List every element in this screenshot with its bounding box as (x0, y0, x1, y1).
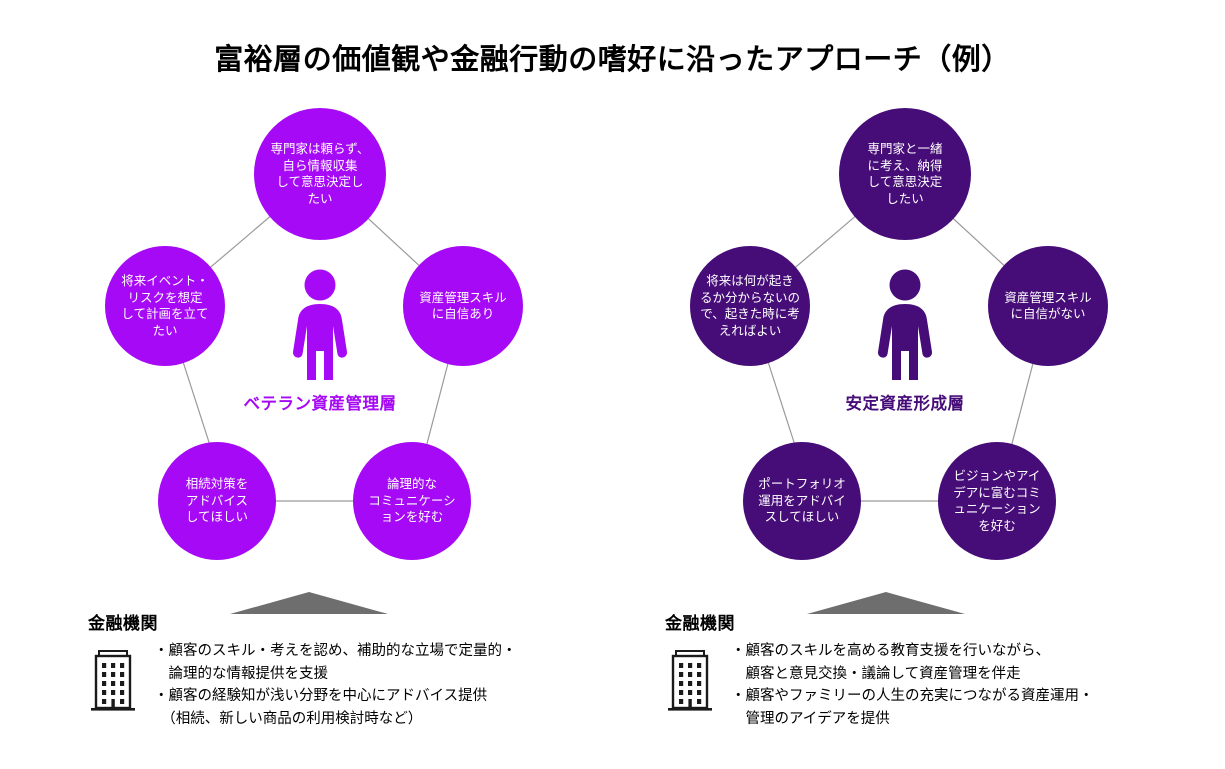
building-icon-wrap (88, 640, 146, 717)
person-icon (292, 269, 348, 380)
pentagon-diagram-stable: 専門家と一緒 に考え、納得 して意思決定 したい 将来は何が起き るか分からない… (620, 100, 1190, 600)
trait-node-text: 論理的な コミュニケーシ ョンを好む (368, 477, 456, 525)
building-icon-wrap (665, 640, 723, 717)
institution-body: ・顧客のスキル・考えを認め、補助的な立場で定量的・ 論理的な情報提供を支援 ・顧… (88, 640, 517, 730)
building-icon (91, 650, 135, 711)
trait-node-text: 将来は何が起き るか分からないの で、起きた時に考 えればよい (699, 274, 800, 338)
trait-node-upper-right: 資産管理スキル に自信がない (988, 246, 1108, 366)
segment-center-veteran: ベテラン資産管理層 (220, 268, 420, 414)
segment-center-stable: 安定資産形成層 (805, 268, 1005, 414)
pentagon-diagram-veteran: 専門家は頼らず、 自ら情報収集 して意思決定し たい 将来イベント・ リスクを想… (35, 100, 605, 600)
trait-node-upper-left: 将来イベント・ リスクを想定 して計画を立て たい (105, 246, 225, 366)
segment-label: 安定資産形成層 (845, 395, 965, 413)
arrow-up-icon (807, 592, 965, 614)
trait-node-text: ビジョンやアイ デアに富むコミ ュニケーション を好む (953, 469, 1041, 533)
trait-node-top: 専門家は頼らず、 自ら情報収集 して意思決定し たい (254, 108, 386, 240)
building-icon (668, 650, 712, 711)
page-title: 富裕層の価値観や金融行動の嗜好に沿ったアプローチ（例） (214, 44, 1011, 76)
segment-panel-stable: 専門家と一緒 に考え、納得 して意思決定 したい 将来は何が起き るか分からない… (620, 100, 1190, 620)
trait-node-upper-right: 資産管理スキル に自信あり (403, 246, 523, 366)
trait-node-upper-left: 将来は何が起き るか分からないの で、起きた時に考 えればよい (690, 246, 810, 366)
institution-heading: 金融機関 (665, 614, 735, 633)
trait-node-text: 将来イベント・ リスクを想定 して計画を立て たい (121, 274, 209, 338)
trait-node-lower-left: 相続対策を アドバイス してほしい (158, 442, 276, 560)
trait-node-text: 資産管理スキル に自信がない (1004, 290, 1092, 322)
person-icon (877, 269, 933, 380)
trait-node-lower-right: ビジョンやアイ デアに富むコミ ュニケーション を好む (938, 442, 1056, 560)
trait-node-top: 専門家と一緒 に考え、納得 して意思決定 したい (839, 108, 971, 240)
trait-node-text: 相続対策を アドバイス してほしい (185, 477, 249, 525)
trait-node-text: 専門家は頼らず、 自ら情報収集 して意思決定し たい (270, 142, 370, 206)
arrow-up-icon (230, 592, 388, 614)
trait-node-text: 専門家と一緒 に考え、納得 して意思決定 したい (867, 142, 943, 206)
trait-node-text: ポートフォリオ 運用をアドバイ スしてほしい (758, 477, 846, 525)
institution-lines: ・顧客のスキル・考えを認め、補助的な立場で定量的・ 論理的な情報提供を支援 ・顧… (154, 643, 517, 727)
trait-node-text: 資産管理スキル に自信あり (419, 290, 507, 322)
segment-label: ベテラン資産管理層 (243, 395, 397, 413)
trait-node-lower-left: ポートフォリオ 運用をアドバイ スしてほしい (743, 442, 861, 560)
institution-heading: 金融機関 (88, 614, 158, 633)
segment-panel-veteran: 専門家は頼らず、 自ら情報収集 して意思決定し たい 将来イベント・ リスクを想… (35, 100, 605, 620)
institution-lines: ・顧客のスキルを高める教育支援を行いながら、 顧客と意見交換・議論して資産管理を… (731, 643, 1094, 727)
trait-node-lower-right: 論理的な コミュニケーシ ョンを好む (353, 442, 471, 560)
institution-body: ・顧客のスキルを高める教育支援を行いながら、 顧客と意見交換・議論して資産管理を… (665, 640, 1094, 730)
